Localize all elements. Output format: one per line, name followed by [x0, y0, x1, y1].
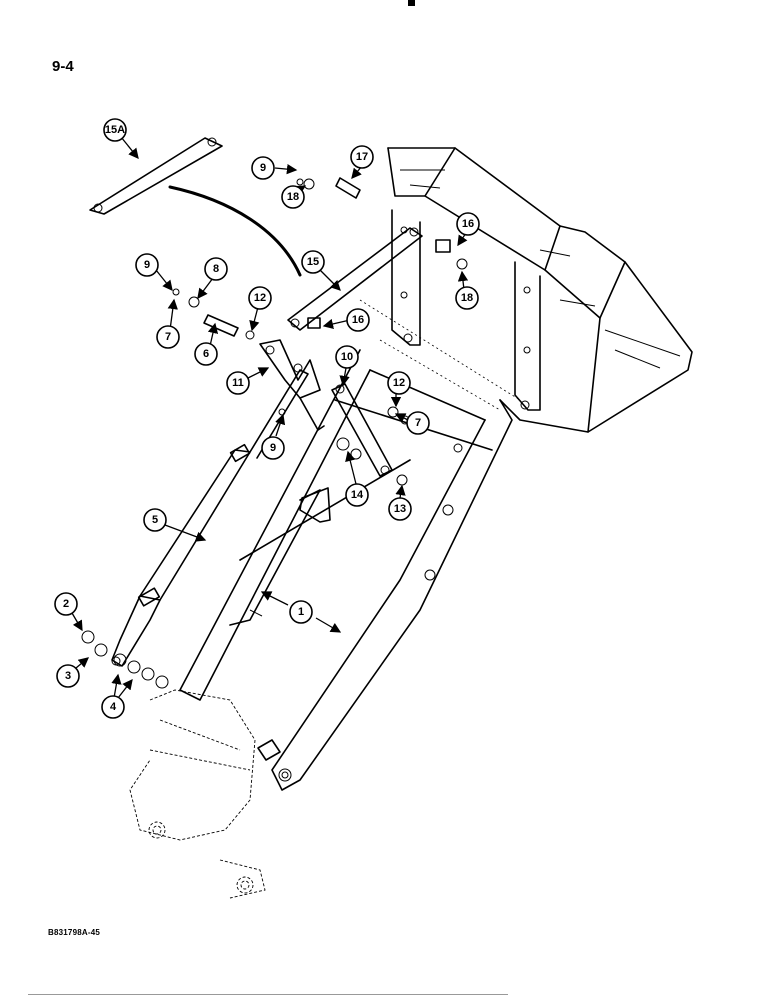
- svg-text:5: 5: [152, 514, 158, 526]
- svg-text:12: 12: [254, 292, 266, 304]
- svg-text:18: 18: [461, 292, 473, 304]
- callout-leaders: [71, 136, 469, 699]
- callout-10: 10: [335, 345, 359, 369]
- bucket: [359, 147, 693, 433]
- callout-9: 9: [135, 253, 159, 277]
- callout-5: 5: [143, 508, 167, 532]
- callout-15: 15: [301, 250, 325, 274]
- svg-text:12: 12: [393, 377, 405, 389]
- svg-text:4: 4: [110, 701, 117, 713]
- svg-text:13: 13: [394, 503, 406, 515]
- svg-text:2: 2: [63, 598, 69, 610]
- callout-12: 12: [387, 371, 411, 395]
- callout-17: 17: [350, 145, 374, 169]
- callout-16: 16: [456, 212, 480, 236]
- svg-text:18: 18: [287, 191, 299, 203]
- svg-text:15: 15: [307, 256, 319, 268]
- svg-text:9: 9: [270, 442, 276, 454]
- page-number: 9-4: [52, 58, 74, 75]
- svg-text:8: 8: [213, 263, 219, 275]
- svg-text:16: 16: [352, 314, 364, 326]
- bottom-rule: [28, 994, 508, 995]
- callout-16: 16: [346, 308, 370, 332]
- callout-7: 7: [406, 411, 430, 435]
- svg-text:3: 3: [65, 670, 71, 682]
- callout-18: 18: [281, 185, 305, 209]
- callout-9: 9: [251, 156, 275, 180]
- callout-18: 18: [455, 286, 479, 310]
- callout-15A: 15A: [103, 118, 127, 142]
- callout-8: 8: [204, 257, 228, 281]
- figure-code: B831798A-45: [48, 928, 101, 937]
- svg-text:6: 6: [203, 348, 209, 360]
- callout-9: 9: [261, 436, 285, 460]
- callout-14: 14: [345, 483, 369, 507]
- callout-11: 11: [226, 371, 250, 395]
- svg-text:9: 9: [144, 259, 150, 271]
- callout-4: 4: [101, 695, 125, 719]
- svg-text:14: 14: [351, 489, 364, 501]
- svg-text:7: 7: [415, 417, 421, 429]
- svg-text:17: 17: [356, 151, 368, 163]
- callout-2: 2: [54, 592, 78, 616]
- svg-text:15A: 15A: [105, 124, 125, 136]
- callout-13: 13: [388, 497, 412, 521]
- callout-12: 12: [248, 286, 272, 310]
- svg-text:9: 9: [260, 162, 266, 174]
- page-top-mark: [408, 0, 415, 6]
- svg-text:1: 1: [298, 606, 304, 618]
- svg-text:16: 16: [462, 218, 474, 230]
- callout-3: 3: [56, 664, 80, 688]
- svg-text:10: 10: [341, 351, 353, 363]
- svg-text:7: 7: [165, 331, 171, 343]
- hydraulic-cylinder: [111, 369, 309, 667]
- callout-7: 7: [156, 325, 180, 349]
- svg-text:11: 11: [232, 377, 244, 389]
- callout-6: 6: [194, 342, 218, 366]
- callout-1: 1: [289, 600, 313, 624]
- arm-pivot-ghost: [129, 689, 281, 899]
